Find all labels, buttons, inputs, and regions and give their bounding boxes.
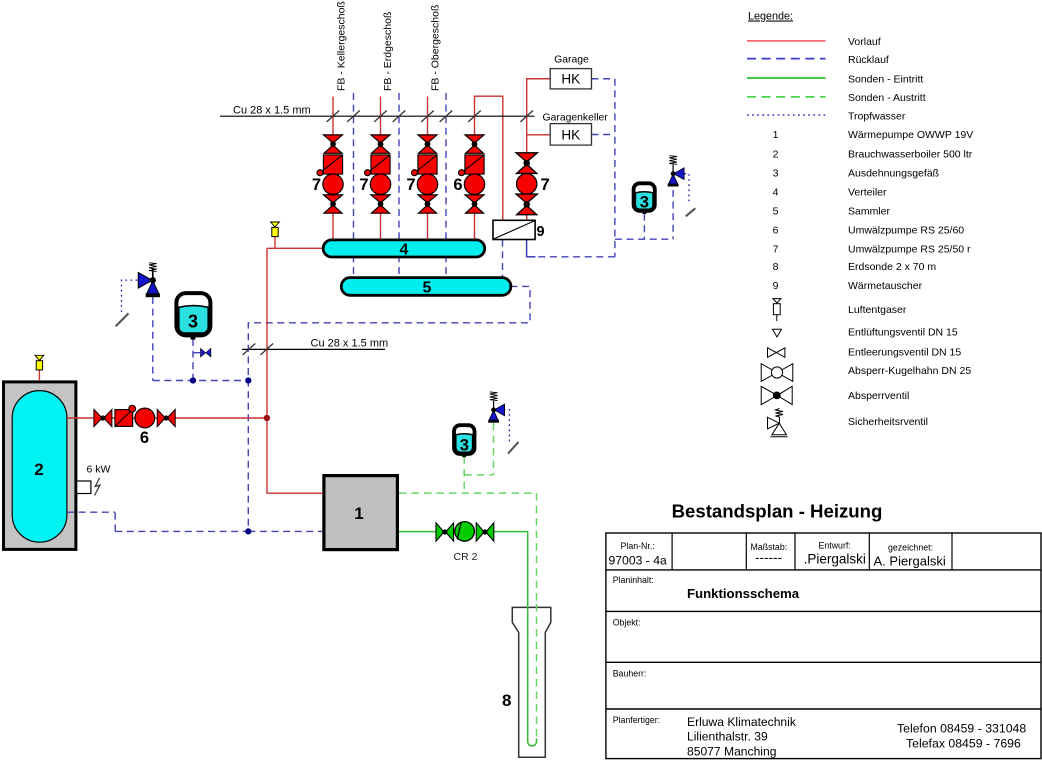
svg-text:Erluwa Klimatechnik: Erluwa Klimatechnik — [687, 715, 797, 729]
svg-text:Lilienthalstr. 39: Lilienthalstr. 39 — [687, 730, 768, 744]
svg-text:Planfertiger:: Planfertiger: — [613, 715, 660, 725]
svg-text:Absperr-Kugelhahn DN 25: Absperr-Kugelhahn DN 25 — [848, 365, 971, 377]
svg-text:6 kW: 6 kW — [87, 464, 111, 476]
svg-text:4: 4 — [400, 241, 409, 258]
svg-text:3: 3 — [640, 194, 649, 212]
svg-text:6: 6 — [453, 176, 462, 194]
svg-text:Brauchwasserboiler 500 ltr: Brauchwasserboiler 500 ltr — [848, 149, 973, 161]
svg-text:Ausdehnungsgefäß: Ausdehnungsgefäß — [848, 168, 939, 180]
svg-text:3: 3 — [460, 437, 469, 455]
svg-text:85077 Manching: 85077 Manching — [687, 744, 776, 758]
svg-text:7: 7 — [312, 176, 321, 194]
svg-text:FB - Obergeschoß: FB - Obergeschoß — [430, 5, 442, 91]
svg-text:Rücklauf: Rücklauf — [848, 54, 889, 66]
svg-text:Verteiler: Verteiler — [848, 186, 887, 198]
svg-text:1: 1 — [773, 129, 779, 141]
svg-text:Wärmepumpe OWWP 19V: Wärmepumpe OWWP 19V — [848, 129, 973, 141]
svg-text:4: 4 — [773, 186, 779, 198]
svg-text:FB - Erdgeschoß: FB - Erdgeschoß — [382, 12, 394, 91]
svg-text:5: 5 — [773, 205, 779, 217]
svg-text:5: 5 — [423, 280, 432, 297]
svg-text:7: 7 — [773, 244, 779, 256]
svg-text:A. Piergalski: A. Piergalski — [874, 554, 946, 569]
svg-text:2: 2 — [773, 149, 779, 161]
svg-text:HK: HK — [561, 72, 580, 87]
svg-text:Bestandsplan - Heizung: Bestandsplan - Heizung — [672, 501, 883, 522]
svg-text:Entwurf:: Entwurf: — [819, 541, 851, 551]
svg-text:Funktionsschema: Funktionsschema — [687, 586, 800, 601]
svg-text:Erdsonde 2 x 70 m: Erdsonde 2 x 70 m — [848, 261, 936, 273]
svg-text:Plan-Nr.:: Plan-Nr.: — [621, 541, 655, 551]
svg-text:8: 8 — [502, 691, 511, 710]
svg-text:FB - Kellergeschoß: FB - Kellergeschoß — [336, 1, 348, 91]
svg-text:Bauherr:: Bauherr: — [613, 668, 647, 678]
svg-text:97003 - 4a: 97003 - 4a — [609, 554, 667, 568]
svg-text:1: 1 — [354, 504, 363, 523]
svg-text:gezeichnet:: gezeichnet: — [888, 543, 933, 553]
svg-text:Wärmetauscher: Wärmetauscher — [848, 280, 923, 292]
svg-text:------: ------ — [755, 550, 782, 565]
svg-text:Sonden - Austritt: Sonden - Austritt — [848, 92, 926, 104]
svg-text:9: 9 — [537, 224, 545, 240]
svg-text:HK: HK — [561, 127, 580, 142]
svg-text:Garagenkeller: Garagenkeller — [543, 112, 609, 123]
svg-text:Sonden - Eintritt: Sonden - Eintritt — [848, 73, 923, 85]
svg-text:Sicherheitsrventil: Sicherheitsrventil — [848, 416, 928, 428]
svg-text:Telefon 08459 - 331048: Telefon 08459 - 331048 — [897, 722, 1026, 736]
svg-text:Umwälzpumpe RS 25/50 r: Umwälzpumpe RS 25/50 r — [848, 244, 971, 256]
svg-text:Entleerungsventil DN 15: Entleerungsventil DN 15 — [848, 346, 961, 358]
svg-text:Cu 28 x 1.5 mm: Cu 28 x 1.5 mm — [233, 105, 311, 117]
svg-text:9: 9 — [773, 280, 779, 292]
svg-text:Umwälzpumpe RS 25/60: Umwälzpumpe RS 25/60 — [848, 225, 964, 237]
svg-text:Entlüftungsventil DN 15: Entlüftungsventil DN 15 — [848, 327, 958, 339]
svg-text:CR 2: CR 2 — [454, 551, 478, 563]
svg-text:7: 7 — [359, 176, 368, 194]
svg-text:Objekt:: Objekt: — [613, 617, 641, 627]
svg-text:Legende:: Legende: — [748, 11, 793, 23]
svg-text:Maßstab:: Maßstab: — [751, 542, 788, 552]
svg-text:6: 6 — [140, 429, 149, 447]
svg-text:Luftentgaser: Luftentgaser — [848, 304, 907, 316]
svg-text:Telefax 08459 - 7696: Telefax 08459 - 7696 — [906, 737, 1021, 751]
svg-text:Sammler: Sammler — [848, 205, 891, 217]
svg-text:Absperrventil: Absperrventil — [848, 390, 909, 402]
svg-text:6: 6 — [773, 225, 779, 237]
svg-text:Garage: Garage — [554, 55, 589, 66]
svg-text:2: 2 — [34, 460, 43, 479]
svg-text:Tropfwasser: Tropfwasser — [848, 110, 906, 122]
svg-text:.Piergalski: .Piergalski — [804, 552, 866, 567]
svg-text:3: 3 — [188, 312, 198, 332]
svg-text:Vorlauf: Vorlauf — [848, 36, 881, 48]
svg-text:7: 7 — [406, 176, 415, 194]
svg-text:8: 8 — [773, 261, 779, 273]
svg-text:7: 7 — [541, 176, 550, 194]
svg-text:Cu 28 x 1.5 mm: Cu 28 x 1.5 mm — [311, 337, 389, 349]
svg-text:Planinhalt:: Planinhalt: — [613, 575, 654, 585]
svg-text:3: 3 — [773, 168, 779, 180]
